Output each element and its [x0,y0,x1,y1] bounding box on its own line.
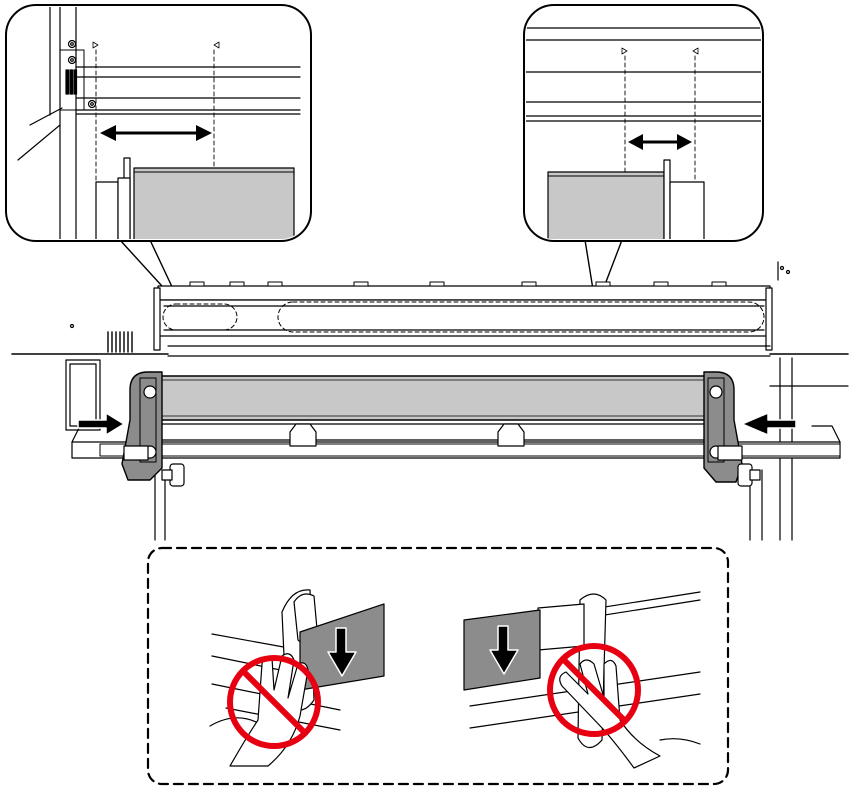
prohibition-icon [547,643,641,737]
left-knob [161,463,185,487]
left-callout-content [17,7,301,239]
left-zoom-callout [5,4,312,309]
guide-area-highlight [277,301,765,333]
printer-body [11,261,849,541]
double-arrow-icon [628,134,692,150]
left-roll-holder [121,371,163,481]
media-roll-assembly [71,371,841,487]
left-media-sheet [133,167,295,239]
right-zoom-callout [523,4,764,309]
prohibition-icon [227,655,321,749]
right-wrong-handling [463,591,701,769]
warning-dashed-frame [146,546,730,786]
down-arrow-icon [327,627,357,677]
right-knob [737,463,761,487]
media-roll [155,375,717,421]
push-arrow-icon [77,412,125,436]
right-roll-holder [703,371,743,483]
left-edge-highlight [162,303,238,331]
push-arrow-icon [741,412,797,436]
down-arrow-icon [489,625,519,675]
right-media-sheet [547,171,665,239]
left-wrong-handling [209,589,385,767]
double-arrow-icon [100,125,212,141]
prohibition-panel [146,546,730,786]
right-callout-content [526,27,761,239]
